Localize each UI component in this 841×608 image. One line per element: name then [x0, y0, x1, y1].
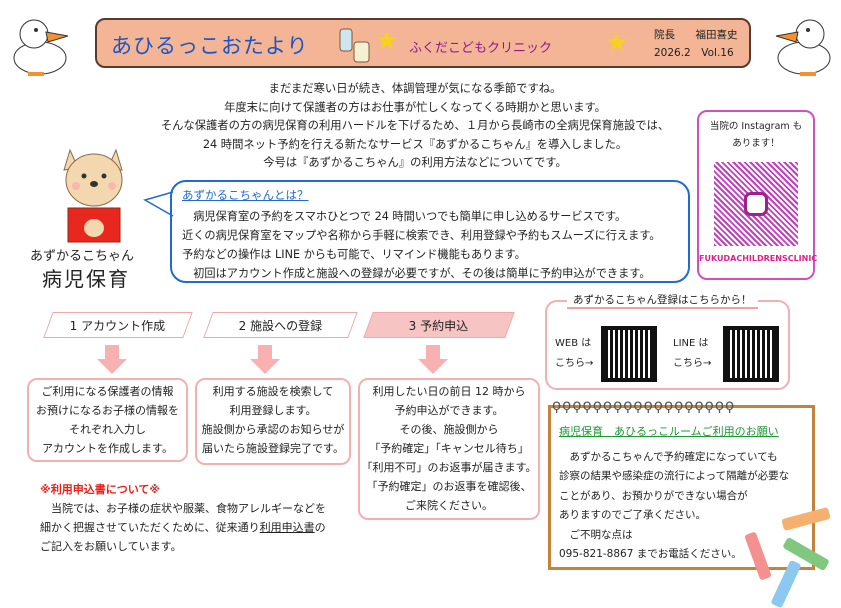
note-line: 細かく把握させていただくために、従来通り — [40, 521, 260, 534]
step-text: お預けになるお子様の情報を — [36, 404, 179, 417]
note-title: ※利用申込書について※ — [40, 483, 161, 496]
step-text: 予約申込ができます。 — [394, 404, 504, 417]
mascot-quokka-illustration — [50, 140, 140, 245]
step-text: 「予約確定」のお返事を確認後、 — [366, 480, 532, 493]
application-form-note: ※利用申込書について※ 当院では、お子様の症状や服薬、食物アレルギーなどを 細か… — [40, 480, 326, 556]
step-3-description: 利用したい日の前日 12 時から予約申込ができます。その後、施設側から「予約確定… — [358, 378, 540, 520]
note-line: 当院では、お子様の症状や服薬、食物アレルギーなどを — [40, 502, 326, 515]
mascot-label: 病児保育 — [42, 267, 130, 291]
clinic-name: ふくだこどもクリニック — [409, 41, 553, 56]
mascot-name: あずかるこちゃん — [30, 249, 135, 264]
step-label: 3 予約申込 — [408, 319, 469, 333]
instagram-icon — [744, 192, 768, 216]
line-arrow: こちら→ — [673, 358, 712, 369]
issue-date: 2026.2 — [654, 47, 691, 59]
newsletter-title: あひるっこおたより — [111, 34, 309, 58]
duck-illustration-left — [8, 12, 78, 77]
room-notice-line: あずかるこちゃんで予約確定になっていても — [559, 450, 778, 463]
step-text: 利用したい日の前日 12 時から — [372, 385, 526, 398]
director-label: 院長 — [654, 29, 675, 41]
room-notice-line: ありますのでご了承ください。 — [559, 509, 706, 521]
room-notice-notebook: 病児保育 あひるっこルームご利用のお願い あずかるこちゃんで予約確定になっていて… — [548, 405, 815, 570]
director-name: 福田喜史 — [695, 29, 738, 41]
newsletter-header: あひるっこおたより ★ ふくだこどもクリニック ★ 院長 福田喜史 2026.2… — [95, 18, 751, 68]
instagram-account: FUKUDACHILDRENSCLINIC — [699, 254, 818, 263]
step-label: 2 施設への登録 — [238, 319, 322, 333]
step-3-reservation: 3 予約申込 — [363, 312, 515, 338]
step-text: 利用登録します。 — [229, 404, 317, 417]
step-label: 1 アカウント作成 — [69, 319, 166, 333]
down-arrow-icon — [418, 345, 448, 375]
line-qr-code[interactable] — [723, 326, 779, 382]
notebook-spiral-icon: ϙϙϙϙϙϙϙϙϙϙϙϙϙϙϙϙϙϙ — [552, 396, 736, 414]
step-text: それぞれ入力し — [69, 423, 146, 436]
line-qr-label: LINE はこちら→ — [673, 334, 711, 374]
application-form-link: 利用申込書 — [259, 521, 315, 534]
note-line: の — [314, 521, 326, 534]
step-text: 「利用不可」のお返事が届きます。 — [361, 461, 537, 474]
step-text: アカウントを作成します。 — [42, 442, 173, 455]
duck-illustration-right — [766, 12, 836, 77]
room-notice-line: 診察の結果や感染症の流行によって隔離が必要な — [559, 470, 790, 482]
room-notice-line: ご不明な点は — [559, 528, 633, 541]
step-text: 施設側から承認のお知らせが — [201, 423, 345, 436]
about-line: 近くの病児保育室をマップや名称から手軽に検索でき、利用登録や予約もスムーズに行え… — [182, 229, 661, 242]
step-1-description: ご利用になる保護者の情報お預けになるお子様の情報をそれぞれ入力しアカウントを作成… — [27, 378, 188, 462]
room-notice-line: 095-821-8867 までお電話ください。 — [559, 548, 742, 560]
web-qr-label: WEB はこちら→ — [555, 334, 593, 374]
down-arrow-icon — [250, 345, 280, 375]
web-label: WEB は — [555, 338, 592, 349]
volume: Vol.16 — [701, 47, 734, 59]
instagram-text: あります！ — [732, 138, 780, 149]
step-text: 「予約確定」「キャンセル待ち」 — [369, 442, 529, 455]
about-title: あずかるこちゃんとは？ — [182, 188, 309, 202]
instagram-card: 当院の Instagram も あります！ FUKUDACHILDRENSCLI… — [697, 110, 818, 280]
instagram-text: 当院の Instagram も — [709, 121, 803, 132]
about-line: 病児保育室の予約をスマホひとつで 24 時間いつでも簡単に申し込めるサービスです… — [182, 210, 627, 223]
intro-line: まだまだ寒い日が続き、体調管理が気になる季節ですね。 — [268, 82, 562, 95]
intro-line: 24 時間ネット予約を行える新たなサービス『あずかるこちゃん』を導入しました。 — [202, 137, 628, 151]
step-text: 届いたら施設登録完了です。 — [202, 442, 344, 455]
registration-qr-box: あずかるこちゃん登録はこちらから！ WEB はこちら→ LINE はこちら→ — [545, 292, 790, 390]
instagram-qr-code[interactable] — [714, 162, 798, 246]
registration-title: あずかるこちゃん登録はこちらから！ — [567, 292, 758, 309]
note-line: ご記入をお願いしています。 — [40, 540, 182, 553]
medicine-illustration — [337, 26, 373, 64]
star-icon: ★ — [375, 26, 399, 56]
intro-line: 今号は『あずかるこちゃん』の利用方法などについてです。 — [263, 156, 567, 170]
web-qr-code[interactable] — [601, 326, 657, 382]
intro-line: 年度末に向けて保護者の方はお仕事が忙しくなってくる時期かと思います。 — [224, 100, 606, 114]
room-notice-line: ことがあり、お預かりができない場合が — [559, 489, 748, 502]
step-2-facility-registration: 2 施設への登録 — [203, 312, 358, 338]
step-text: その後、施設側から — [399, 423, 499, 436]
about-line: 初回はアカウント作成と施設への登録が必要ですが、その後は簡単に予約申込ができます… — [182, 267, 651, 280]
down-arrow-icon — [97, 345, 127, 375]
line-label: LINE は — [673, 338, 709, 349]
step-1-account-creation: 1 アカウント作成 — [43, 312, 193, 338]
room-notice-title: 病児保育 あひるっこルームご利用のお願い — [559, 425, 779, 438]
step-text: ご利用になる保護者の情報 — [41, 385, 174, 398]
star-icon: ★ — [605, 28, 629, 58]
step-text: ご来院ください。 — [405, 499, 493, 512]
step-2-description: 利用する施設を検索して利用登録します。施設側から承認のお知らせが届いたら施設登録… — [195, 378, 351, 465]
intro-line: そんな保護者の方の病児保育の利用ハードルを下げるため、１月から長崎市の全病児保育… — [160, 119, 670, 133]
step-text: 利用する施設を検索して — [212, 385, 334, 398]
bubble-tail — [143, 190, 175, 220]
web-arrow: こちら→ — [555, 358, 594, 369]
intro-text: まだまだ寒い日が続き、体調管理が気になる季節ですね。 年度末に向けて保護者の方は… — [100, 80, 730, 173]
about-speech-bubble: あずかるこちゃんとは？ 病児保育室の予約をスマホひとつで 24 時間いつでも簡単… — [170, 180, 690, 283]
issue-info: 院長 福田喜史 2026.2 Vol.16 — [654, 26, 738, 62]
about-line: 予約などの操作は LINE からも可能で、リマインド機能もあります。 — [182, 248, 526, 261]
